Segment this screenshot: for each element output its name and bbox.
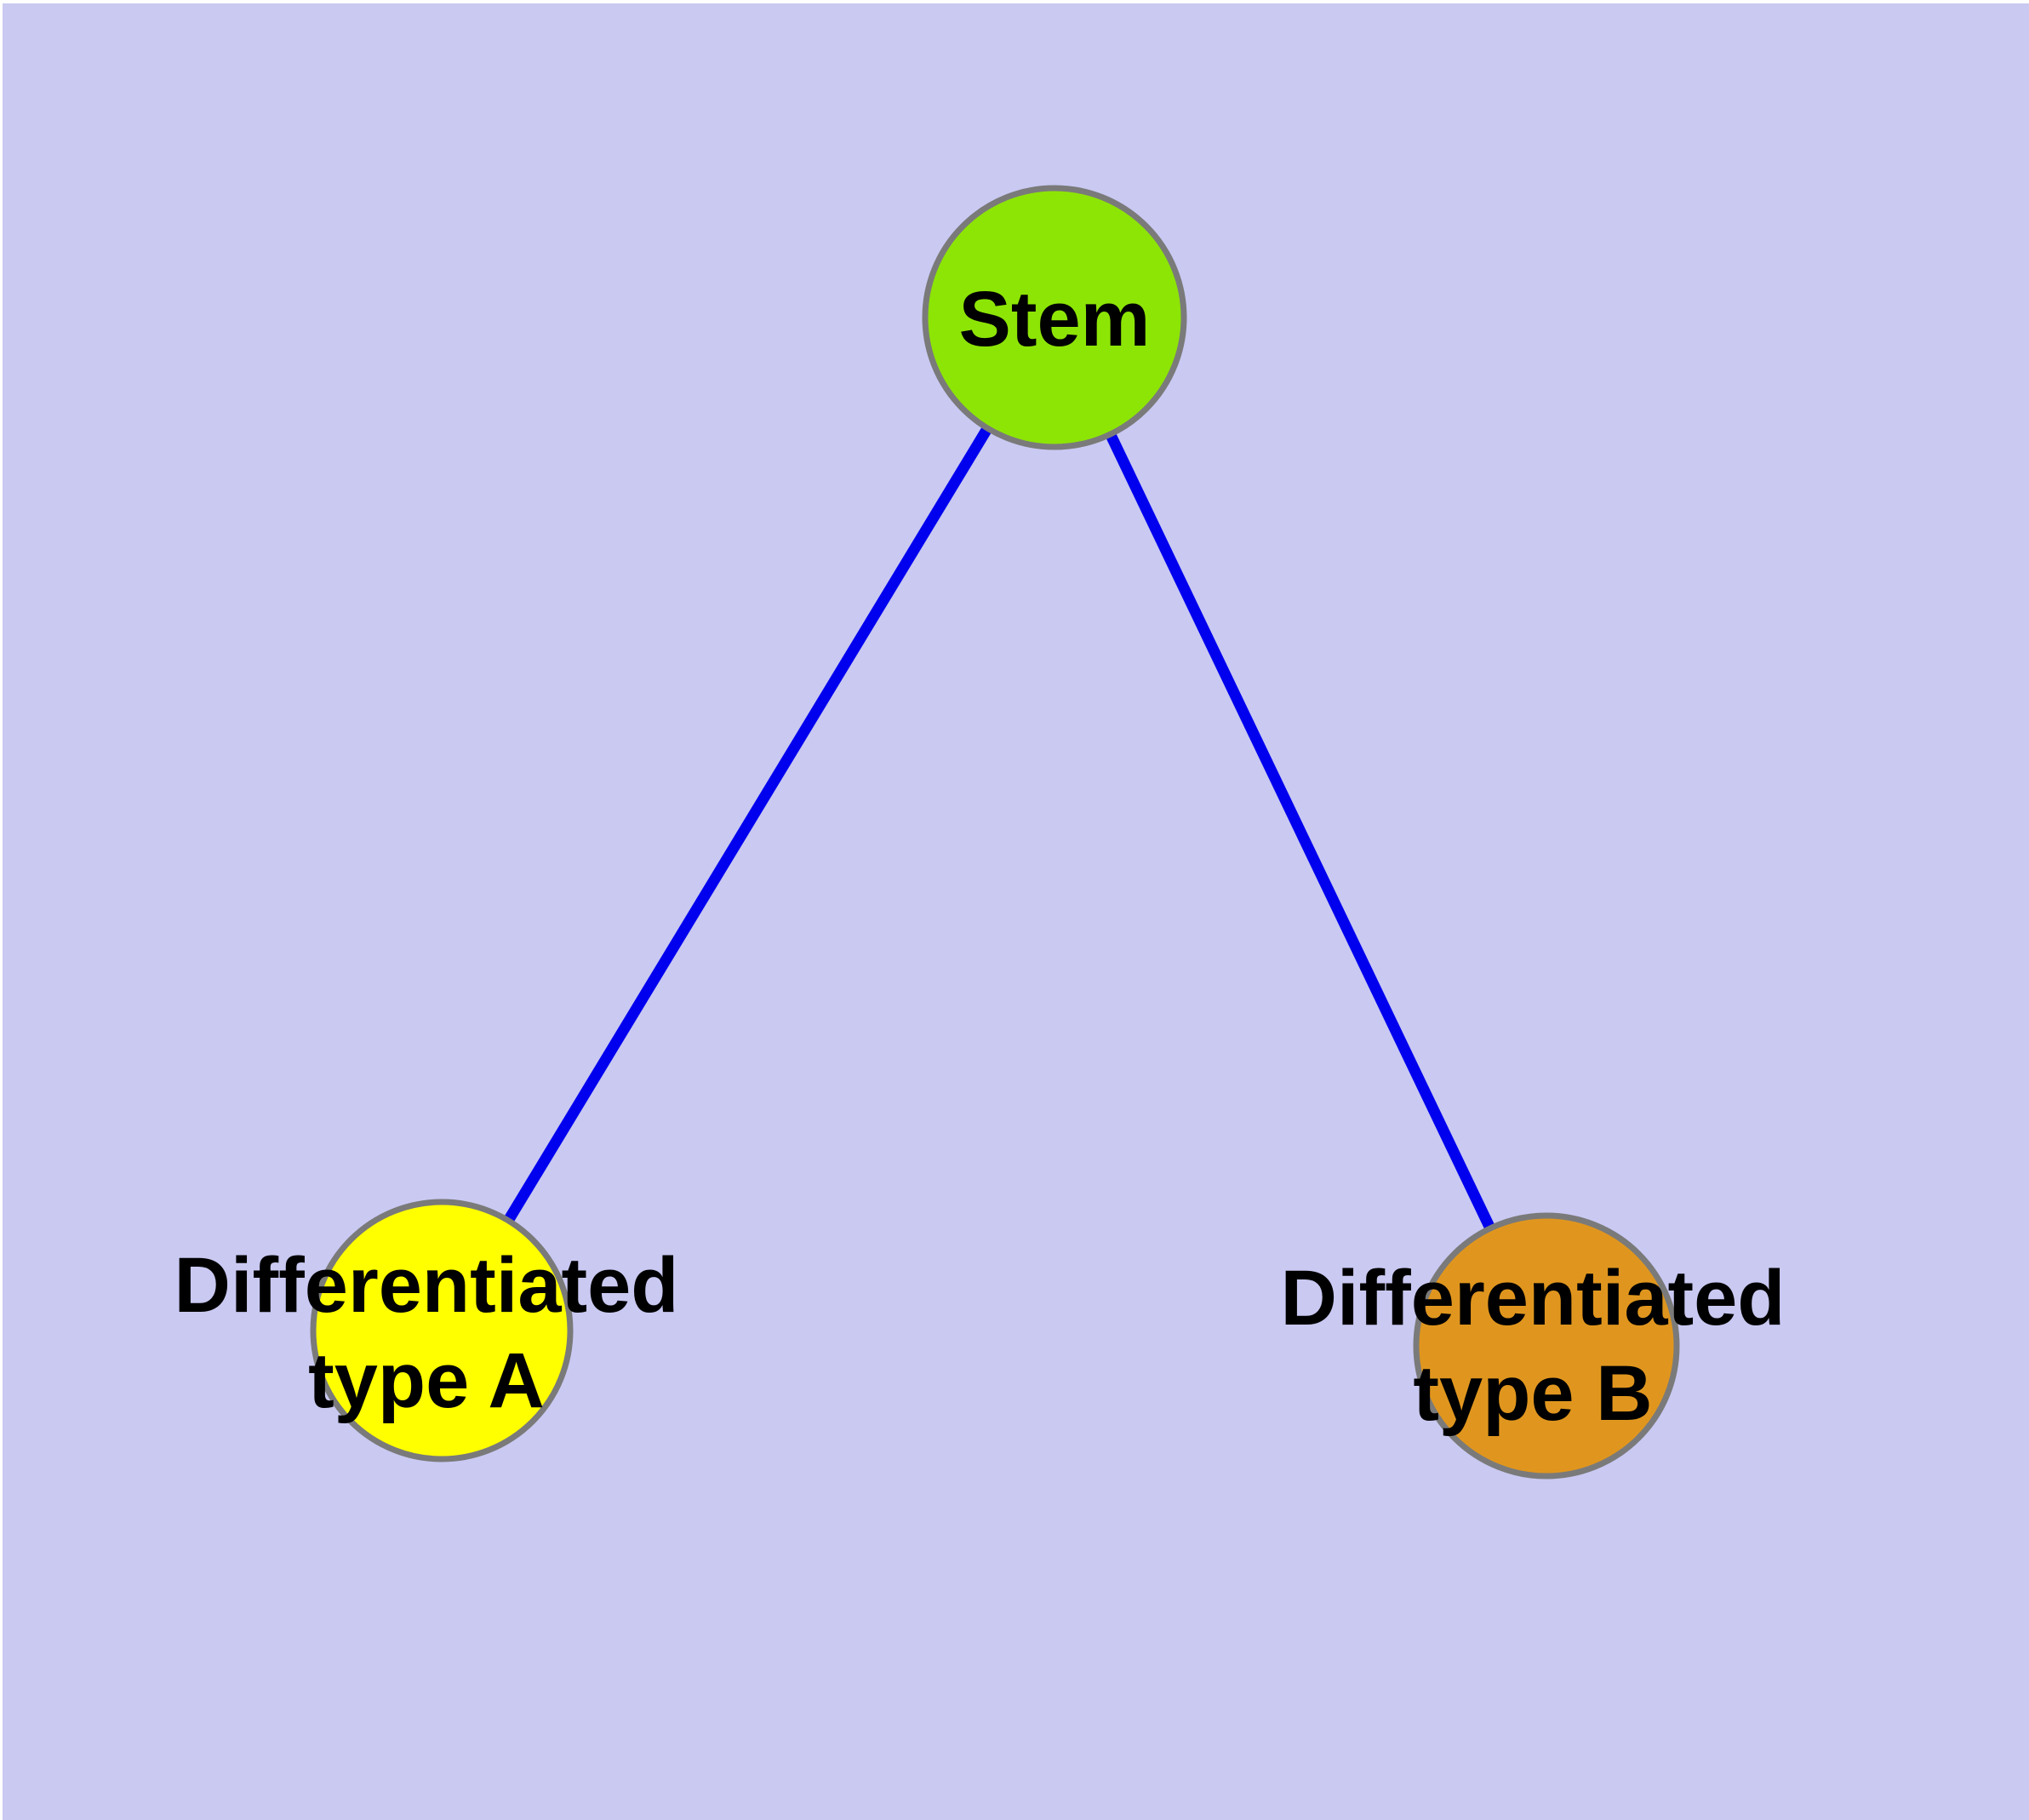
- differentiated-type-a-label-line2: type A: [308, 1337, 545, 1424]
- differentiated-type-a-node: [310, 1199, 574, 1462]
- edge-stem-to-type-a: [437, 314, 1060, 1334]
- edge-stem-to-type-b: [1049, 315, 1552, 1348]
- differentiated-type-b-label-line2: type B: [1413, 1350, 1653, 1437]
- differentiated-type-b-label: Differentiated type B: [1281, 1251, 1786, 1441]
- differentiated-type-b-label-line1: Differentiated: [1280, 1255, 1786, 1342]
- differentiated-type-a-label-line1: Differentiated: [174, 1242, 679, 1329]
- stem-node: [922, 185, 1187, 450]
- differentiated-type-b-node: [1413, 1212, 1680, 1479]
- stem-node-label-text: Stem: [958, 276, 1151, 363]
- stem-node-label: Stem: [959, 272, 1151, 367]
- differentiated-type-a-label: Differentiated type A: [174, 1238, 679, 1428]
